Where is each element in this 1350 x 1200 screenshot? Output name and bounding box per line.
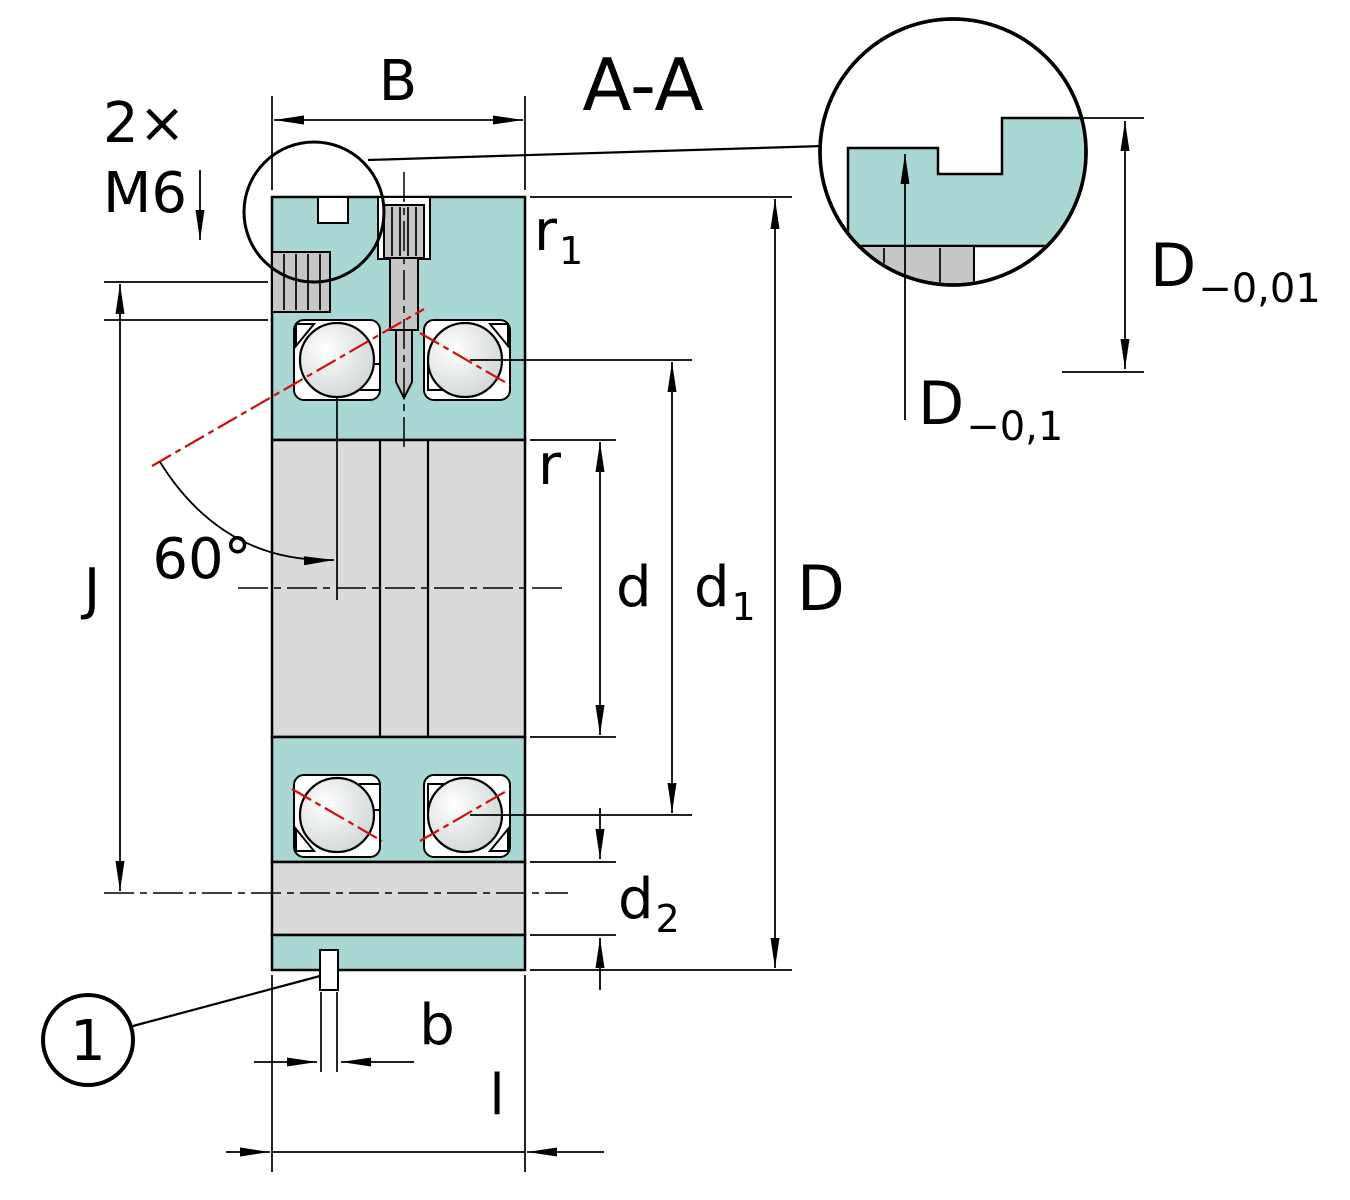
label-r1: r1: [534, 199, 583, 273]
label-angle-60: 60°: [152, 527, 251, 592]
dimension-l: l: [226, 975, 604, 1172]
detail-view: D−0,1 D−0,01: [818, 17, 1321, 450]
dimension-D: D: [530, 196, 845, 971]
label-r: r: [538, 433, 562, 498]
raceway-shoulder: [295, 826, 317, 852]
top-groove-slot: [317, 196, 349, 224]
bearing-cross-section: [104, 172, 568, 991]
angle-arc: [159, 461, 335, 566]
detail-reference-circle: [242, 140, 386, 284]
section-title: A-A: [582, 43, 703, 127]
ball-top-left: [298, 321, 376, 399]
balloon-1-label: 1: [70, 1009, 106, 1074]
label-J: J: [81, 557, 101, 622]
label-thread-size: M6: [103, 161, 187, 226]
dimension-d: d: [530, 439, 652, 738]
contact-angle-line: [419, 332, 511, 386]
label-b: b: [419, 993, 455, 1058]
balloon-circle: [41, 993, 135, 1087]
dimension-J: J: [81, 284, 125, 891]
label-l: l: [489, 1063, 505, 1128]
label-detail-D-minus-0-01: D−0,01: [1150, 231, 1321, 312]
balloon-1: 1: [41, 974, 321, 1087]
screw-tip: [395, 329, 413, 401]
detail-leader-line: [367, 144, 824, 162]
thread-callout: 2× M6: [103, 91, 268, 321]
contact-angle-line: [291, 788, 383, 842]
leader-line: [132, 974, 321, 1028]
dimension-d2: d2: [530, 808, 680, 990]
dimension-b: b: [254, 992, 455, 1072]
bottom-face-band: [270, 933, 527, 972]
label-d1: d1: [694, 555, 756, 629]
label-D: D: [797, 552, 845, 625]
label-d: d: [616, 555, 652, 620]
contact-angle-line-long: [151, 308, 425, 467]
detail-groove-profile: [846, 116, 1084, 248]
raceway-shoulder: [487, 323, 509, 349]
bottom-lubrication-hole: [319, 949, 339, 991]
dimension-B: B: [271, 49, 526, 190]
label-B: B: [379, 49, 417, 114]
angle-60-callout: 60°: [152, 461, 335, 592]
label-detail-D-minus-0-1: D−0,1: [918, 369, 1063, 450]
spigot-band: [270, 860, 527, 937]
raceway-shoulder: [487, 826, 509, 852]
label-thread-count: 2×: [103, 91, 186, 156]
raceway-shoulder: [295, 323, 317, 349]
label-d2: d2: [618, 867, 680, 941]
dimension-d1: d1: [470, 359, 756, 816]
contact-angle-line: [419, 788, 511, 842]
detail-view-rim: [818, 17, 1088, 287]
